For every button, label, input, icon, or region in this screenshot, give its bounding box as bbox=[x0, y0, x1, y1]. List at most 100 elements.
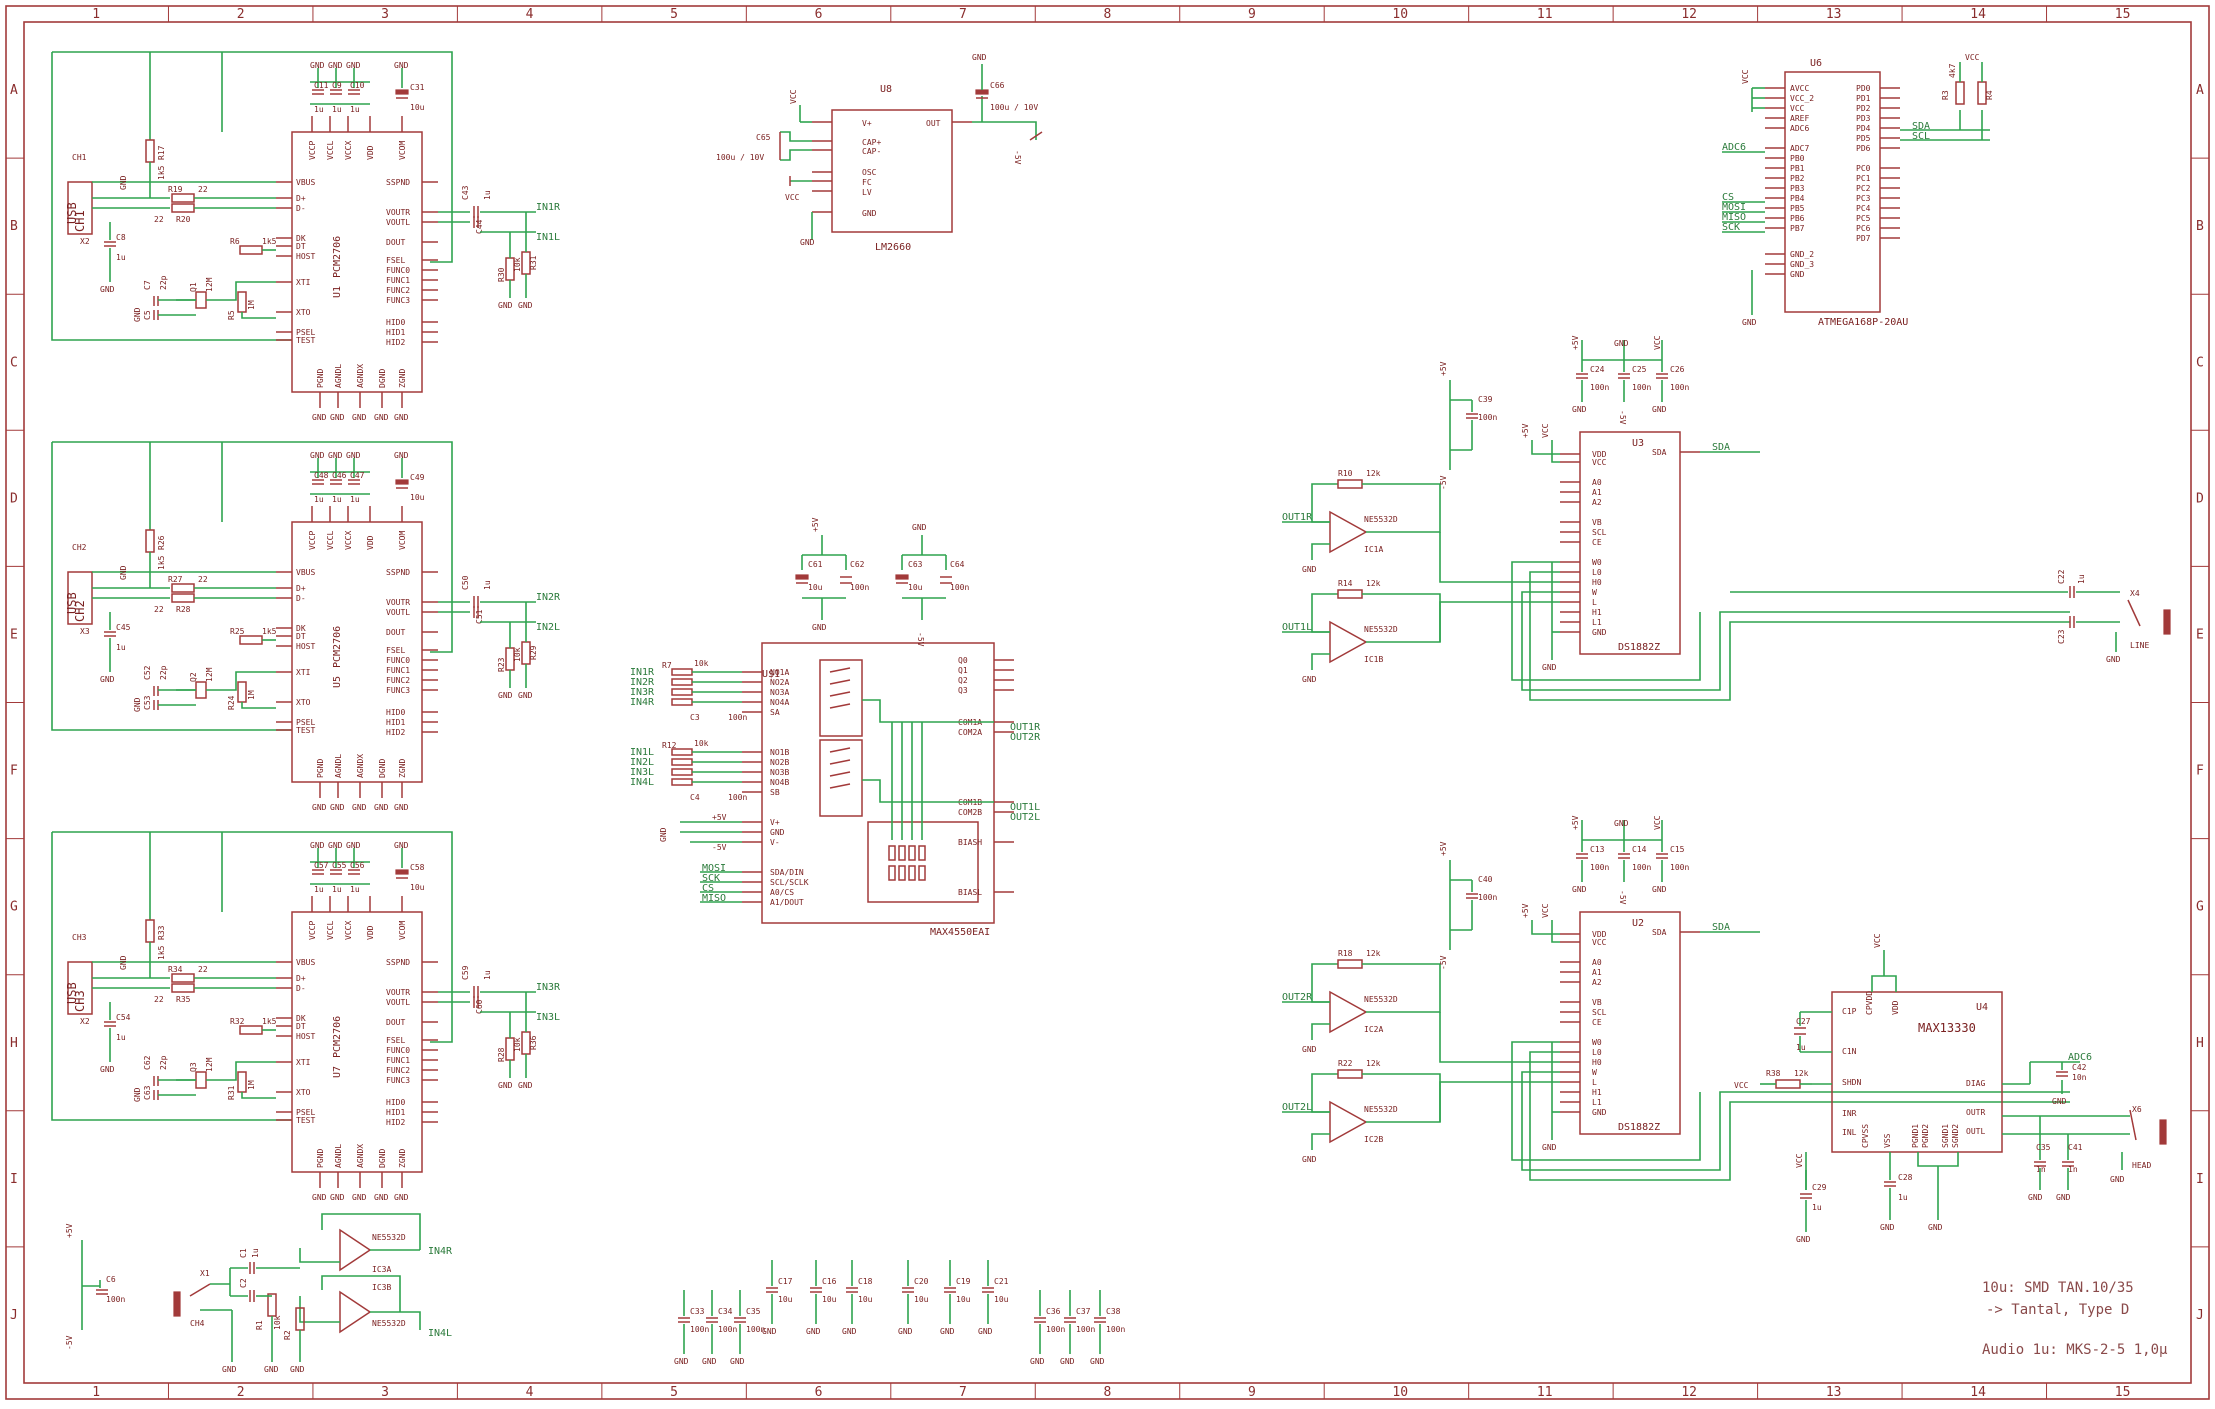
sheet-frame: 1122334455667788991010111112121313141415… bbox=[5, 5, 2210, 1400]
pin-right-2: VOUTL bbox=[386, 998, 410, 1007]
pin-bottom-1: AGNDL bbox=[334, 364, 343, 388]
hp-name: U4 bbox=[1976, 1002, 1988, 1013]
bulk-cap: C31 bbox=[410, 83, 425, 92]
bulk-gnd: GND bbox=[394, 61, 409, 70]
row-label-right: E bbox=[2196, 627, 2204, 642]
r1-ref: R1 bbox=[255, 1320, 264, 1330]
ds-pin-13: H1 bbox=[1592, 1088, 1602, 1097]
decouple-ref-6: C20 bbox=[914, 1277, 929, 1286]
decouple-val-6: 10u bbox=[914, 1295, 929, 1304]
mux-pin-right-0: Q0 bbox=[958, 656, 968, 665]
hp-c27-val: 1u bbox=[1796, 1043, 1806, 1052]
pin-right-8: FUNC3 bbox=[386, 686, 410, 695]
reg-name: U8 bbox=[880, 84, 892, 95]
usb-ch: CH2 bbox=[72, 543, 87, 552]
c-out-0: C59 bbox=[461, 965, 470, 980]
pin-top-2: VCCX bbox=[344, 921, 353, 940]
decouple-gnd-1: GND bbox=[702, 1357, 717, 1366]
xtal-ref: Q1 bbox=[189, 282, 198, 292]
bulk-cap: C49 bbox=[410, 473, 425, 482]
mux-c4-val: 100n bbox=[728, 793, 747, 802]
decouple-ref-4: C16 bbox=[822, 1277, 837, 1286]
ds-pin-6: SCL bbox=[1592, 1008, 1607, 1017]
ds-cap-2: C15 bbox=[1670, 845, 1685, 854]
decouple-ref-11: C38 bbox=[1106, 1307, 1121, 1316]
col-label-bottom: 1 bbox=[92, 1385, 100, 1400]
bulk-gnd: GND bbox=[394, 841, 409, 850]
mux-in-b-3: IN4L bbox=[630, 777, 654, 788]
bulk-cap-val: 10u bbox=[410, 103, 425, 112]
mux-in-b-2: IN3L bbox=[630, 767, 654, 778]
pin-left-5: HOST bbox=[296, 642, 315, 651]
hp-pin-pgnd2: PGND2 bbox=[1921, 1124, 1930, 1148]
c-li-val: 1u bbox=[251, 1248, 260, 1258]
ic3-part: NE5532D bbox=[372, 1233, 406, 1242]
cx-0: C7 bbox=[143, 280, 152, 290]
decouple-gnd-4: GND bbox=[806, 1327, 821, 1336]
r-vbus-val: 1k5 bbox=[157, 945, 166, 960]
line-in-buffer: NE5532D IC3A IC3B NE5532D IN4R IN4L R1 1… bbox=[65, 1213, 453, 1374]
hp-gnd1: GND bbox=[2052, 1097, 2067, 1106]
pin-bottom-gnd-1: GND bbox=[330, 1193, 345, 1202]
pin-top-4: VCOM bbox=[398, 531, 407, 550]
ds-pin-14: L1 bbox=[1592, 1098, 1602, 1107]
ds-cap-val-0: 100n bbox=[1590, 383, 1609, 392]
xtal bbox=[195, 291, 207, 309]
ds-cap-val-1: 100n bbox=[1632, 863, 1651, 872]
jack-lbl: LINE bbox=[2130, 641, 2149, 650]
ds-cap-gnd-2: GND bbox=[1652, 405, 1667, 414]
mux-ctl-gnd: GND bbox=[659, 827, 668, 842]
col-label-bottom: 9 bbox=[1248, 1385, 1256, 1400]
mux-out-b-0: OUT1L bbox=[1010, 802, 1040, 813]
row-label-left: C bbox=[10, 355, 18, 370]
r1-val: 10k bbox=[273, 1315, 282, 1330]
ic3-a: IC3A bbox=[372, 1265, 391, 1274]
c-out-0: C50 bbox=[461, 575, 470, 590]
pin-right-8: FUNC3 bbox=[386, 296, 410, 305]
out-cap-1: C23 bbox=[2057, 629, 2066, 644]
mux-pin-right-5: COM2A bbox=[958, 728, 982, 737]
ds-cap-1: C25 bbox=[1632, 365, 1647, 374]
pin-left-6: XTI bbox=[296, 1058, 311, 1067]
ds-cap-gnd-0: GND bbox=[1572, 885, 1587, 894]
mcu-pin-left-9: PB3 bbox=[1790, 184, 1805, 193]
mux-name: U$1 bbox=[762, 669, 780, 680]
hp-c35-val: 1n bbox=[2036, 1165, 2046, 1174]
r-dk-val: 1k5 bbox=[262, 627, 277, 636]
ic3-part2: NE5532D bbox=[372, 1319, 406, 1328]
mcu-adc6: ADC6 bbox=[1722, 142, 1746, 153]
ds-sda-net: SDA bbox=[1712, 922, 1730, 933]
ds-part: DS1882Z bbox=[1618, 642, 1660, 653]
xtal-val: 12M bbox=[205, 667, 214, 682]
pin-right-1: VOUTR bbox=[386, 208, 410, 217]
pin-left-3: DK bbox=[296, 234, 306, 243]
usb-gnd: GND bbox=[119, 175, 128, 190]
usb-channel-1: PCM2706U1VBUSD+D-DKDTHOSTXTIXTOPSELTESTS… bbox=[51, 51, 561, 422]
c-in-val: 1u bbox=[116, 1033, 126, 1042]
mux-r-b: R12 bbox=[662, 741, 677, 750]
mux-pin-b-3: NO4B bbox=[770, 778, 789, 787]
mcu-mosi: MOSI bbox=[1722, 202, 1746, 213]
ds-name: U3 bbox=[1632, 438, 1644, 449]
mux-c4: C4 bbox=[690, 793, 700, 802]
pin-left-9: TEST bbox=[296, 1116, 315, 1125]
row-label-left: J bbox=[10, 1308, 18, 1323]
row-label-right: F bbox=[2196, 764, 2204, 779]
reg-vcc: VCC bbox=[789, 89, 798, 104]
top-cap-gnd-2: GND bbox=[346, 841, 361, 850]
mux-pin-spi-2: A0/CS bbox=[770, 888, 794, 897]
pin-left-9: TEST bbox=[296, 336, 315, 345]
r-xt-val: 1M bbox=[247, 690, 256, 700]
pin-left-5: HOST bbox=[296, 1032, 315, 1041]
hp-pin-sgnd1: SGND1 bbox=[1941, 1124, 1950, 1148]
mcu-pin-right-2: PD2 bbox=[1856, 104, 1871, 113]
xtal bbox=[195, 1071, 207, 1089]
c-out-1: C44 bbox=[475, 219, 484, 234]
col-label-top: 9 bbox=[1248, 7, 1256, 22]
top-cap-gnd-2: GND bbox=[346, 61, 361, 70]
out-r-val: 10k bbox=[513, 257, 522, 272]
r-vbus-val: 1k5 bbox=[157, 555, 166, 570]
pin-top-1: VCCL bbox=[326, 531, 335, 550]
op-a bbox=[1329, 510, 1368, 554]
note-3: Audio 1u: MKS-2-5 1,0µ bbox=[1982, 1342, 2168, 1358]
